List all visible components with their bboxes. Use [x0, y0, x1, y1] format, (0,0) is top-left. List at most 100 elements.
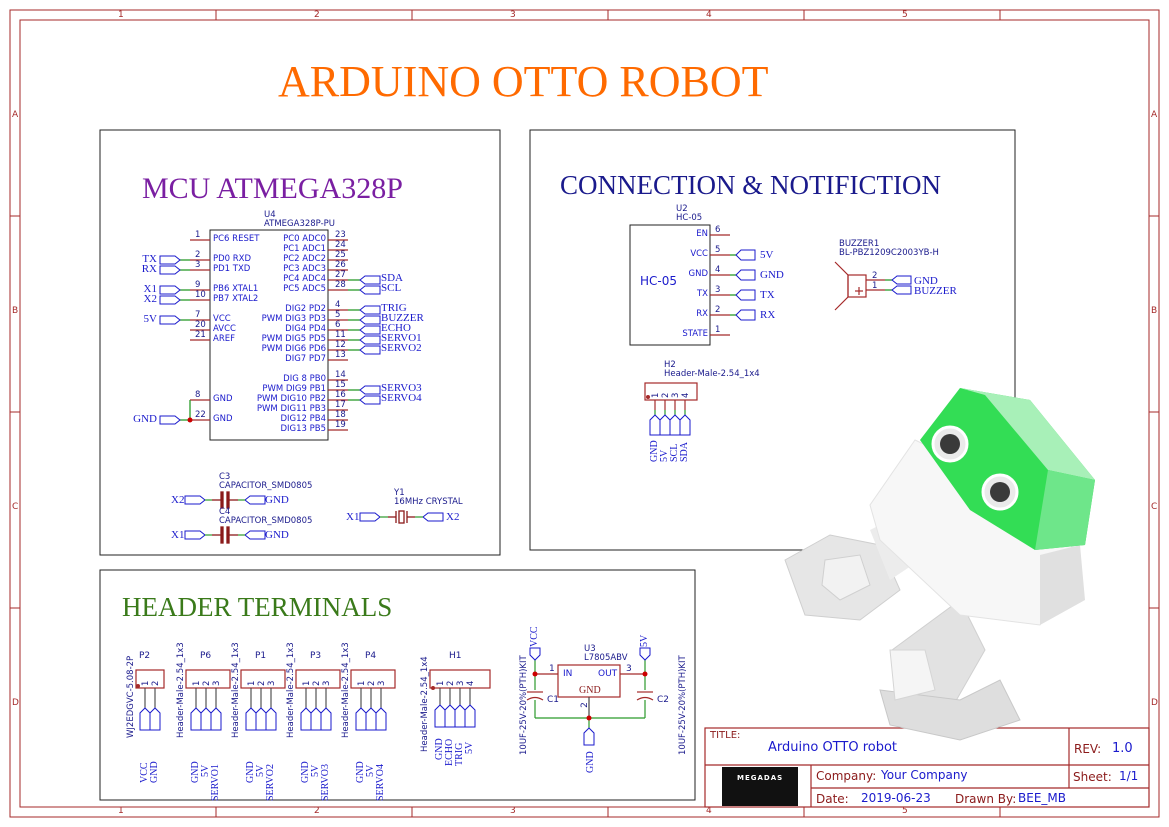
- net-label: SCL: [381, 282, 402, 294]
- pin-number: 19: [335, 420, 346, 430]
- row-label-a-right: A: [1151, 110, 1158, 120]
- pin-number: 1: [715, 325, 721, 335]
- net-label: GND: [133, 413, 157, 425]
- regulator-gnd: GND: [579, 685, 601, 696]
- pin-name: RX: [696, 309, 708, 319]
- date-value: 2019-06-23: [861, 791, 931, 805]
- date-label: Date:: [816, 792, 849, 806]
- mcu-part: ATMEGA328P-PU: [264, 219, 336, 229]
- pin-number: 7: [195, 310, 201, 320]
- net-label: X1: [143, 283, 157, 295]
- col-label-4: 4: [706, 10, 712, 20]
- pin-number: 11: [335, 330, 346, 340]
- otto-robot-image: [784, 388, 1095, 741]
- pin-number: 4: [681, 392, 691, 398]
- pin-number: 3: [212, 680, 222, 686]
- pin-number: 13: [335, 350, 346, 360]
- connector-ref: P6: [200, 651, 212, 661]
- pin-number: 1: [141, 680, 151, 686]
- pin-number: 2: [195, 250, 201, 260]
- pin-name: EN: [696, 229, 708, 239]
- company-logo: [722, 767, 798, 806]
- c3-left-net: X2: [171, 494, 185, 506]
- net-label: BUZZER: [381, 312, 424, 324]
- pin-number: 1: [195, 230, 201, 240]
- row-label-a: A: [12, 110, 19, 120]
- col-label-1: 1: [118, 10, 124, 20]
- pin-number: 6: [715, 225, 721, 235]
- net-label: RX: [760, 309, 776, 321]
- pin-number: 24: [335, 240, 346, 250]
- pin-number: 6: [335, 320, 341, 330]
- regulator-pin-gnd: 2: [579, 702, 590, 708]
- rev-label: REV:: [1074, 742, 1102, 756]
- pin-name: AVCC: [213, 324, 236, 334]
- pin-number: 9: [195, 280, 201, 290]
- pin-number: 3: [195, 260, 201, 270]
- pin-name: TX: [696, 289, 708, 299]
- net-label: SERVO1: [210, 764, 221, 801]
- c2-ref: C2: [657, 695, 670, 705]
- atmega-body: [209, 229, 329, 441]
- pin-number: 3: [715, 285, 721, 295]
- rev-value: 1.0: [1112, 741, 1133, 756]
- net-label: SERVO3: [381, 382, 422, 394]
- c1-ref: C1: [547, 695, 560, 705]
- net-label: TX: [142, 253, 157, 265]
- net-label: 5V: [760, 249, 774, 261]
- title-value: Arduino OTTO robot: [768, 740, 898, 755]
- pin-number: 23: [335, 230, 346, 240]
- connector-ref: P4: [365, 651, 377, 661]
- outer-frame: [9, 9, 1160, 818]
- connection-box: [529, 129, 1016, 551]
- pin-number: 2: [367, 680, 377, 686]
- pin-number: 16: [335, 390, 346, 400]
- y1-right-net: X2: [446, 511, 460, 523]
- pin-name: PWM DIG3 PD3: [261, 314, 326, 324]
- company-value: Your Company: [881, 768, 968, 782]
- pin-name: GND: [688, 269, 709, 279]
- pin-name: PWM DIG11 PB3: [256, 404, 326, 414]
- pin-name: GND: [213, 414, 233, 424]
- pin-number: 2: [257, 680, 267, 686]
- net-label: SERVO4: [381, 392, 422, 404]
- pin-number: 15: [335, 380, 346, 390]
- row-label-b-right: B: [1151, 306, 1158, 316]
- net-label: ECHO: [381, 322, 411, 334]
- pin-name: PWM DIG10 PB2: [256, 394, 326, 404]
- pin-number: 12: [335, 340, 346, 350]
- net-label: 5V: [464, 741, 475, 754]
- buzzer-pin1: 1: [872, 281, 878, 291]
- mcu-ref: U4: [264, 210, 276, 220]
- pin-number: 5: [335, 310, 341, 320]
- sheet-label: Sheet:: [1073, 770, 1112, 784]
- col-label-2: 2: [314, 10, 320, 20]
- connector-part: Header-Male-2.54_1x3: [286, 642, 296, 738]
- pin-number: 2: [446, 680, 456, 686]
- company-label: Company:: [816, 769, 877, 783]
- pin-number: 26: [335, 260, 346, 270]
- pin-name: PC5 ADC5: [283, 284, 326, 294]
- pin-name: PC4 ADC4: [283, 274, 326, 284]
- pin-name: GND: [213, 394, 233, 404]
- pin-name: VCC: [213, 314, 231, 324]
- pin-number: 2: [151, 680, 161, 686]
- pin-name: DIG13 PB5: [280, 424, 326, 434]
- net-label: SERVO3: [320, 764, 331, 801]
- pin-number: 4: [335, 300, 341, 310]
- pin-name: PWM DIG6 PD6: [261, 344, 326, 354]
- pin-number: 3: [456, 680, 466, 686]
- row-label-c: C: [12, 502, 19, 512]
- pin-number: 14: [335, 370, 346, 380]
- pin-name: DIG 8 PB0: [283, 374, 326, 384]
- net-label: SDA: [381, 272, 404, 284]
- pin-number: 22: [195, 410, 206, 420]
- col-label-4-bottom: 4: [706, 806, 712, 816]
- connector-ref: P3: [310, 651, 322, 661]
- pin-name: DIG12 PB4: [280, 414, 326, 424]
- net-label: SERVO2: [265, 764, 276, 801]
